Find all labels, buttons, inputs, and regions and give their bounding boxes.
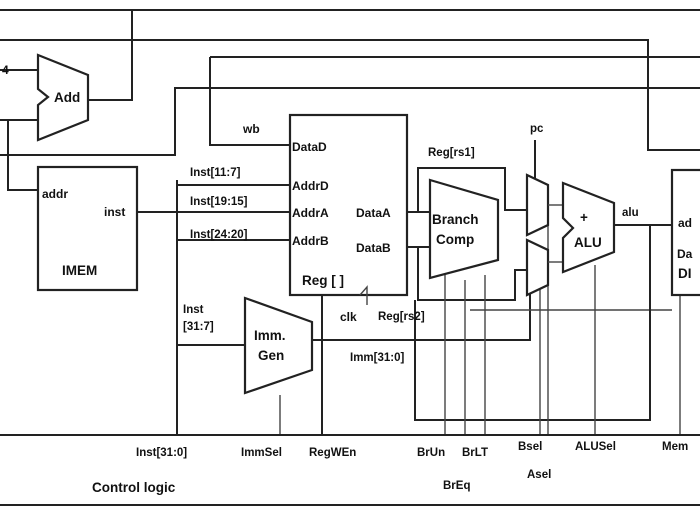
regfile-clk-label: clk [340, 310, 357, 324]
wire-wb [209, 57, 290, 146]
dmem-box [670, 168, 700, 297]
alu-shape [561, 181, 616, 274]
imem-title: IMEM [62, 263, 97, 278]
bsel-mux [525, 238, 550, 297]
regfile-clock-tick [359, 285, 368, 305]
wire-pc-bus [0, 87, 700, 156]
regfile-wb-label: wb [242, 122, 260, 136]
alu-label: ALU [574, 235, 602, 250]
wire-alu-feedback [414, 225, 651, 421]
immgen-line2: Gen [258, 348, 284, 363]
operand-muxes [525, 173, 563, 297]
immgen-line1: Imm. [254, 328, 286, 343]
label-inst-11-7: Inst[11:7] [190, 167, 241, 179]
signal-asel: Asel [527, 469, 551, 481]
label-inst-19-15: Inst[19:15] [190, 196, 248, 208]
branch-shape [428, 178, 500, 280]
imem-box [36, 165, 139, 292]
regfile-datab-label: DataB [356, 241, 391, 255]
adder: Add 4 [2, 53, 90, 142]
imem-inst-label: inst [104, 205, 125, 219]
signal-brlt: BrLT [462, 447, 488, 459]
regfile-addrd-label: AddrD [292, 179, 329, 193]
signal-alusel: ALUSel [575, 441, 616, 453]
signal-mem: Mem [662, 441, 688, 453]
immgen-shape [243, 296, 314, 395]
dmem-addr-label: ad [678, 216, 692, 230]
dmem-title: DI [678, 266, 692, 281]
alu-plus: + [580, 210, 588, 225]
branch-line2: Comp [436, 232, 474, 247]
imem-addr-label: addr [42, 187, 68, 201]
label-inst-24-20: Inst[24:20] [190, 229, 248, 241]
signal-inst: Inst[31:0] [136, 447, 187, 459]
wire-add-feedback [88, 10, 133, 101]
regfile-addrb-label: AddrB [292, 234, 329, 248]
wire-top-right-2 [0, 39, 700, 151]
regfile-dataa-label: DataA [356, 206, 391, 220]
wires [0, 9, 700, 506]
regfile-box [288, 113, 409, 297]
signal-bsel: Bsel [518, 441, 542, 453]
branch-comparator: Branch Comp [428, 178, 500, 280]
wire-pc-down [7, 120, 38, 191]
control-logic: Inst[31:0] ImmSel RegWEn BrUn BrLT BrEq … [92, 441, 688, 495]
adder-label: Add [54, 90, 80, 105]
adder-shape [36, 53, 90, 142]
adder-input-label: 4 [2, 63, 9, 77]
label-reg-rs2: Reg[rs2] [378, 311, 425, 323]
signal-breq: BrEq [443, 480, 470, 492]
dmem-data-label: Da [677, 247, 693, 261]
imem: addr inst IMEM [36, 165, 139, 292]
wire-rs2 [417, 247, 527, 301]
wire-rs1 [417, 167, 527, 212]
label-reg-rs1: Reg[rs1] [428, 147, 475, 159]
signal-brun: BrUn [417, 447, 445, 459]
regfile-datad-label: DataD [292, 140, 327, 154]
regfile-addra-label: AddrA [292, 206, 329, 220]
label-inst-31-7-a: Inst [183, 304, 204, 316]
label-alu-out: alu [622, 207, 639, 219]
asel-mux [525, 173, 550, 237]
label-inst-31-7-b: [31:7] [183, 321, 214, 333]
dmem: ad Da DI [670, 168, 700, 297]
signal-regwen: RegWEn [309, 447, 356, 459]
regfile-title: Reg [ ] [302, 273, 344, 288]
label-imm: Imm[31:0] [350, 352, 404, 364]
immgen: Imm. Gen [243, 296, 314, 395]
alu: + ALU [561, 181, 616, 274]
register-file: wb DataD AddrD AddrA AddrB DataA DataB R… [242, 113, 409, 324]
label-pc: pc [530, 123, 544, 135]
control-logic-title: Control logic [92, 480, 176, 495]
branch-line1: Branch [432, 212, 479, 227]
signal-immsel: ImmSel [241, 447, 282, 459]
wire-labels: Inst[11:7] Inst[19:15] Inst[24:20] Inst … [183, 123, 639, 364]
